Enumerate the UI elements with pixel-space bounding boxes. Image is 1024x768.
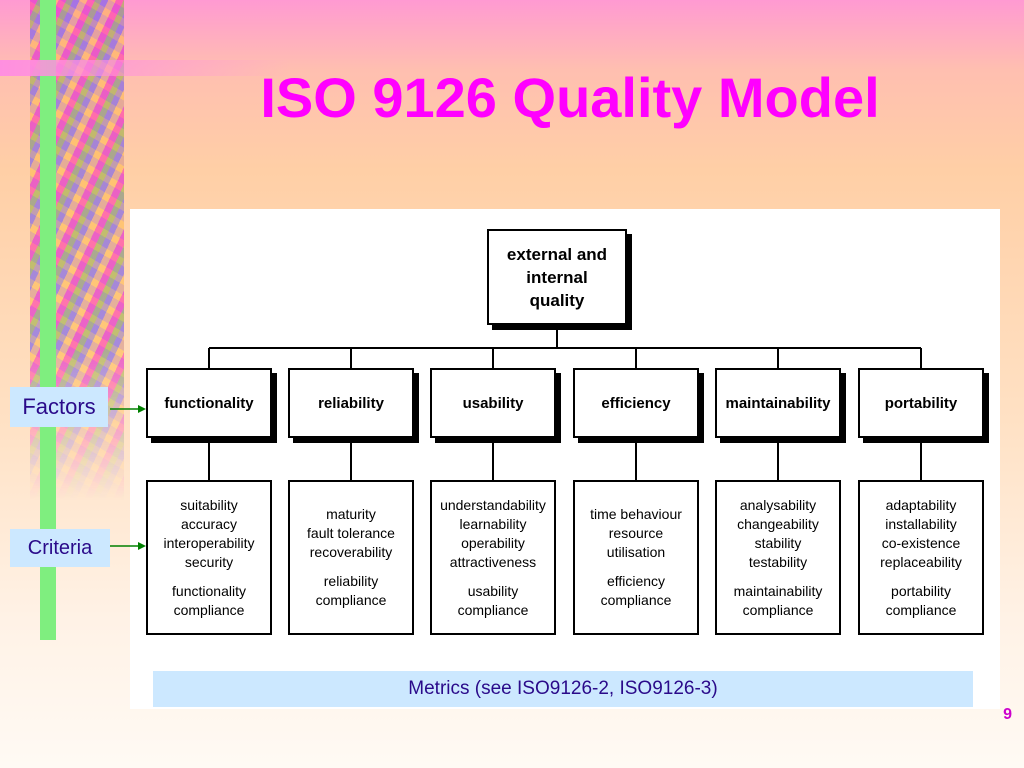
criteria-reliability: maturity fault tolerance recoverability …: [288, 480, 414, 635]
compliance-line: compliance: [173, 601, 245, 618]
criterion: recoverability: [309, 544, 393, 560]
compliance-line: compliance: [885, 601, 957, 618]
decorative-pink-band: [0, 60, 290, 76]
decorative-green-bar: [40, 0, 56, 640]
root-line: external and: [506, 244, 608, 264]
criteria-label: Criteria: [10, 529, 110, 567]
criterion: interoperability: [163, 534, 255, 551]
criterion: installability: [885, 515, 957, 532]
compliance-line: usability: [467, 582, 519, 599]
criterion: maturity: [326, 506, 376, 522]
compliance-line: compliance: [315, 592, 387, 608]
connector-lines: [208, 327, 922, 480]
compliance-line: efficiency: [606, 573, 666, 589]
criterion: security: [184, 553, 234, 570]
criterion: changeability: [737, 515, 819, 532]
criteria-portability: adaptability installability co-existence…: [858, 480, 984, 635]
criteria-efficiency: time behaviour resource utilisation effi…: [573, 480, 699, 635]
factor-efficiency: efficiency: [573, 368, 699, 438]
criteria-maintainability: analysability changeability stability te…: [715, 480, 841, 635]
root-line: internal: [526, 267, 588, 287]
factor-reliability: reliability: [288, 368, 414, 438]
criterion: resource: [608, 525, 664, 541]
criterion: understandability: [440, 496, 546, 513]
compliance-line: compliance: [742, 601, 814, 618]
criterion: stability: [754, 534, 802, 551]
criterion: co-existence: [881, 534, 961, 551]
factor-usability: usability: [430, 368, 556, 438]
criterion: attractiveness: [449, 553, 537, 570]
root-quality-box: external and internal quality: [487, 229, 627, 325]
slide-title: ISO 9126 Quality Model: [260, 66, 880, 129]
criterion: operability: [461, 534, 525, 551]
criteria-functionality: suitability accuracy interoperability se…: [146, 480, 272, 635]
criterion: fault tolerance: [307, 525, 395, 541]
compliance-line: compliance: [600, 592, 672, 608]
compliance-line: maintainability: [733, 582, 823, 599]
criteria-usability: understandability learnability operabili…: [430, 480, 556, 635]
criterion: analysability: [739, 496, 817, 513]
criterion: learnability: [459, 515, 527, 532]
compliance-line: compliance: [457, 601, 529, 618]
factor-maintainability: maintainability: [715, 368, 841, 438]
compliance-line: reliability: [323, 573, 379, 589]
criterion: time behaviour: [590, 506, 682, 522]
metrics-bar: Metrics (see ISO9126-2, ISO9126-3): [153, 671, 973, 707]
factors-label: Factors: [10, 387, 108, 427]
criterion: accuracy: [180, 515, 238, 532]
root-line: quality: [529, 290, 585, 310]
criterion: utilisation: [606, 544, 666, 560]
criterion: adaptability: [885, 496, 957, 513]
factor-functionality: functionality: [146, 368, 272, 438]
page-number: 9: [1003, 706, 1012, 723]
compliance-line: portability: [891, 582, 951, 599]
criterion: testability: [748, 553, 808, 570]
diagram-panel: external and internal quality functional…: [130, 209, 1000, 709]
compliance-line: functionality: [172, 582, 246, 599]
label-arrows: [110, 405, 146, 550]
factor-portability: portability: [858, 368, 984, 438]
criterion: suitability: [180, 496, 238, 513]
criterion: replaceability: [880, 553, 962, 570]
